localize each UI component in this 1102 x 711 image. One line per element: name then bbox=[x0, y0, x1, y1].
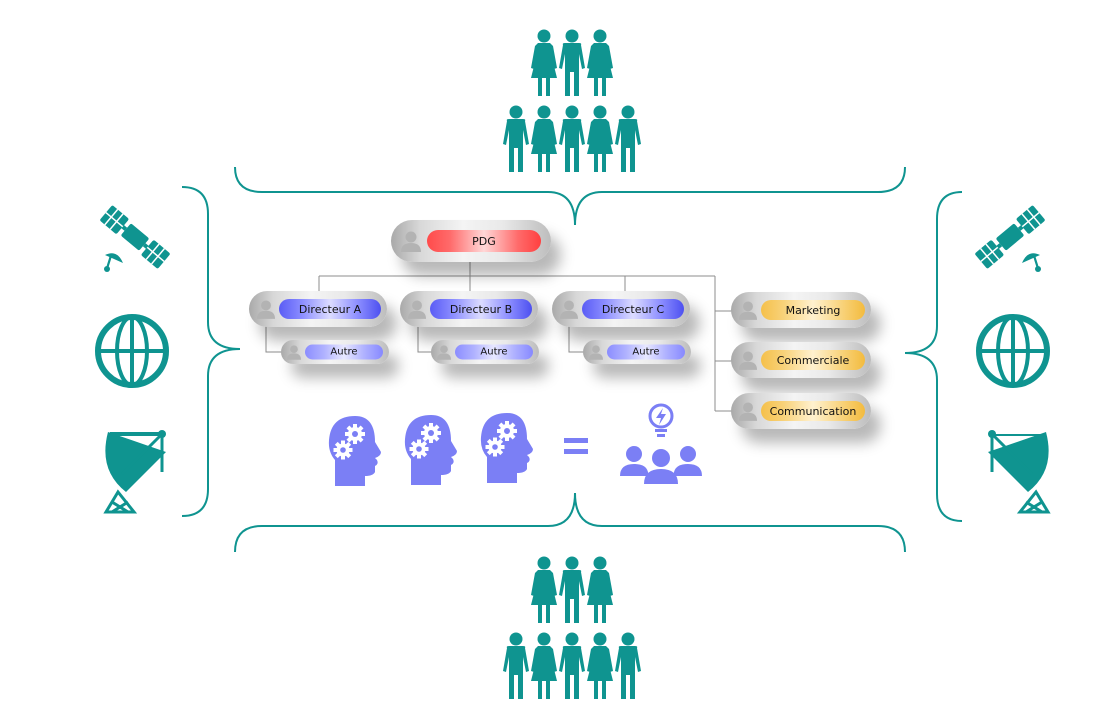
node-label-marketing: Marketing bbox=[761, 300, 865, 320]
node-label-director-c: Directeur C bbox=[582, 299, 684, 319]
head-gears-icon bbox=[480, 413, 533, 483]
org-connectors bbox=[265, 258, 732, 412]
org-node-marketing[interactable]: Marketing bbox=[731, 292, 871, 328]
org-node-commerciale[interactable]: Commerciale bbox=[731, 342, 871, 378]
top-brace bbox=[234, 166, 906, 226]
org-node-pdg[interactable]: PDG bbox=[391, 220, 551, 262]
org-node-director-b[interactable]: Directeur B bbox=[400, 291, 538, 327]
head-gears-icon bbox=[328, 416, 381, 486]
bottom-brace bbox=[234, 492, 906, 553]
org-node-autre-b[interactable]: Autre bbox=[431, 340, 539, 364]
globe-icon bbox=[95, 314, 169, 388]
person-icon bbox=[401, 231, 421, 252]
left-brace bbox=[181, 186, 241, 517]
org-node-autre-c[interactable]: Autre bbox=[583, 340, 691, 364]
node-label-commerciale: Commerciale bbox=[761, 350, 865, 370]
org-node-director-c[interactable]: Directeur C bbox=[552, 291, 690, 327]
node-label-communication: Communication bbox=[761, 401, 865, 421]
person-icon bbox=[287, 345, 301, 360]
satellite-icon bbox=[975, 205, 1045, 272]
crowd-bottom-icon bbox=[503, 556, 641, 699]
person-icon bbox=[739, 402, 757, 421]
satellite-icon bbox=[100, 205, 170, 272]
node-label-autre-c: Autre bbox=[607, 344, 685, 360]
person-icon bbox=[408, 300, 426, 319]
node-label-pdg: PDG bbox=[427, 230, 541, 252]
person-icon bbox=[437, 345, 451, 360]
person-icon bbox=[257, 300, 275, 319]
person-icon bbox=[739, 301, 757, 320]
equals-sign bbox=[562, 430, 592, 460]
team-idea-icon bbox=[620, 403, 702, 484]
satellite-dish-icon bbox=[988, 430, 1051, 514]
satellite-dish-icon bbox=[103, 430, 166, 514]
right-brace bbox=[904, 191, 963, 522]
person-icon bbox=[560, 300, 578, 319]
org-node-communication[interactable]: Communication bbox=[731, 393, 871, 429]
person-icon bbox=[589, 345, 603, 360]
org-node-director-a[interactable]: Directeur A bbox=[249, 291, 387, 327]
node-label-autre-a: Autre bbox=[305, 344, 383, 360]
head-gears-icon bbox=[404, 415, 457, 485]
org-node-autre-a[interactable]: Autre bbox=[281, 340, 389, 364]
node-label-director-b: Directeur B bbox=[430, 299, 532, 319]
node-label-director-a: Directeur A bbox=[279, 299, 381, 319]
crowd-top-icon bbox=[503, 29, 641, 172]
node-label-autre-b: Autre bbox=[455, 344, 533, 360]
person-icon bbox=[739, 351, 757, 370]
globe-icon bbox=[976, 314, 1050, 388]
